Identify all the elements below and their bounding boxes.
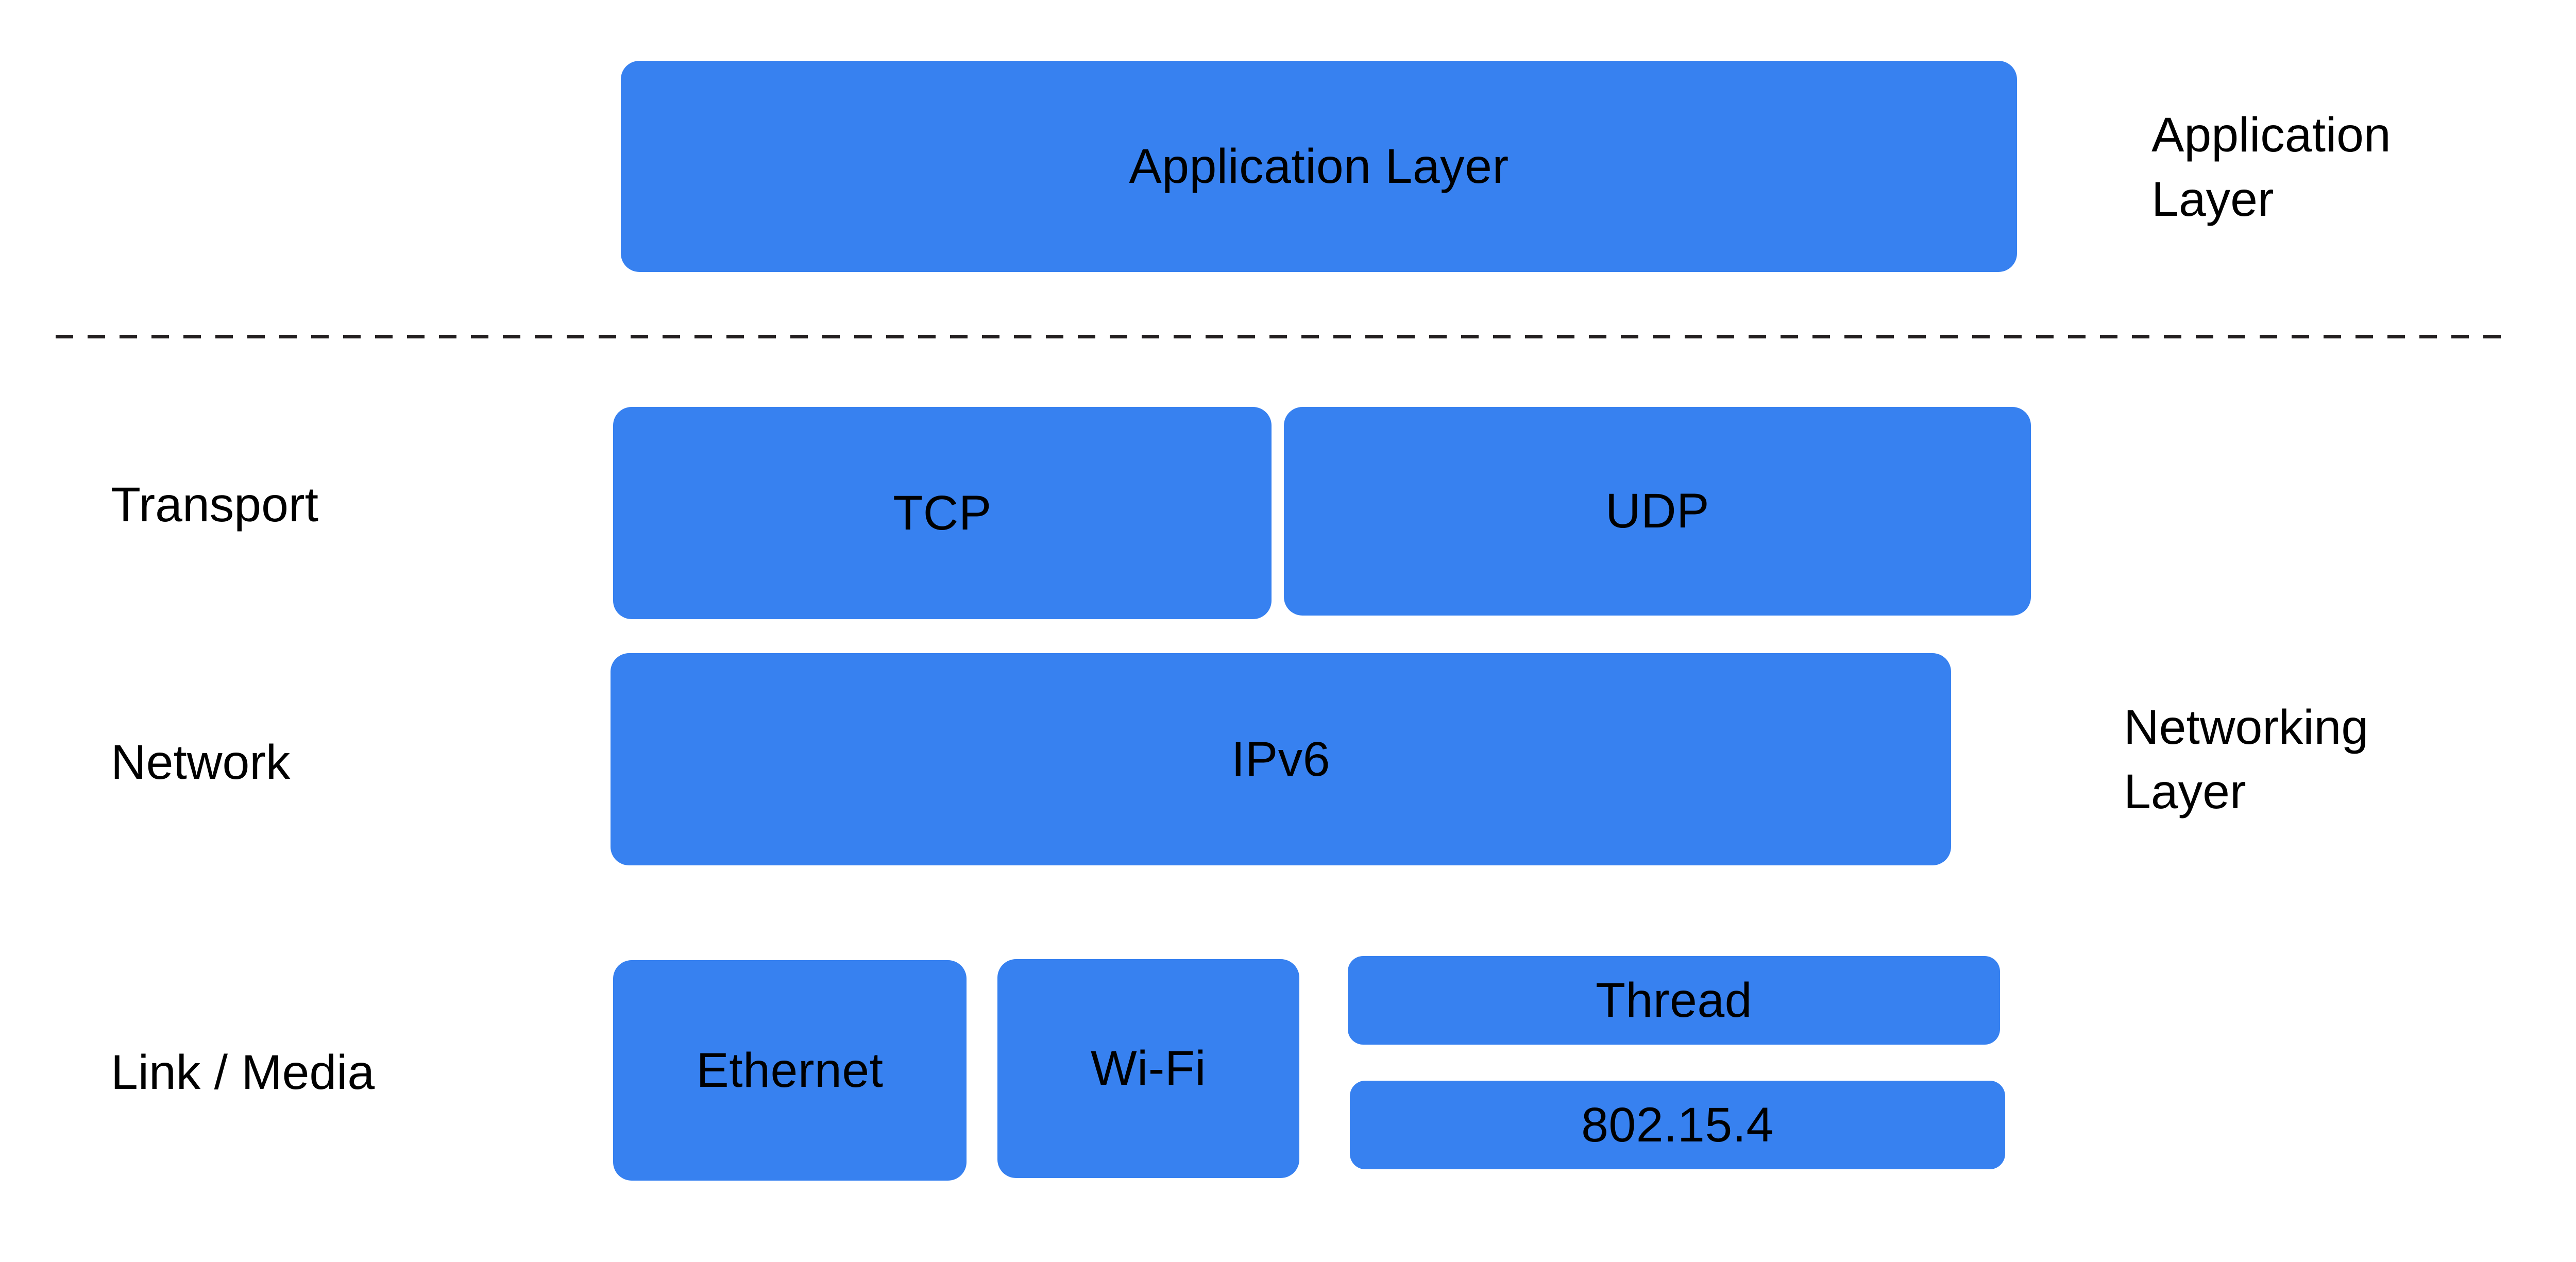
ieee-802-15-4-box-label: 802.15.4 [1581, 1097, 1774, 1152]
thread-box-label: Thread [1595, 973, 1752, 1028]
tcp-box-label: TCP [893, 485, 992, 540]
networking-layer-group-label: Networking Layer [2124, 700, 2369, 820]
row-label-link-media: Link / Media [111, 1045, 375, 1100]
application-layer-group-label: Application Layer [2151, 108, 2391, 227]
ipv6-box[interactable]: IPv6 [611, 653, 1951, 865]
tcp-box[interactable]: TCP [613, 407, 1272, 619]
row-label-network: Network [111, 735, 291, 790]
row-label-transport: Transport [111, 477, 319, 532]
layer-divider [56, 335, 2511, 338]
thread-box[interactable]: Thread [1348, 956, 2000, 1045]
application-layer-box-label: Application Layer [1129, 139, 1509, 194]
ipv6-box-label: IPv6 [1231, 731, 1331, 787]
wifi-box[interactable]: Wi-Fi [997, 959, 1299, 1178]
application-layer-box[interactable]: Application Layer [621, 61, 2017, 272]
ieee-802-15-4-box[interactable]: 802.15.4 [1350, 1081, 2005, 1169]
udp-box[interactable]: UDP [1284, 407, 2031, 616]
wifi-box-label: Wi-Fi [1090, 1041, 1207, 1096]
udp-box-label: UDP [1605, 484, 1710, 538]
ethernet-box[interactable]: Ethernet [613, 960, 967, 1181]
ethernet-box-label: Ethernet [696, 1043, 884, 1098]
